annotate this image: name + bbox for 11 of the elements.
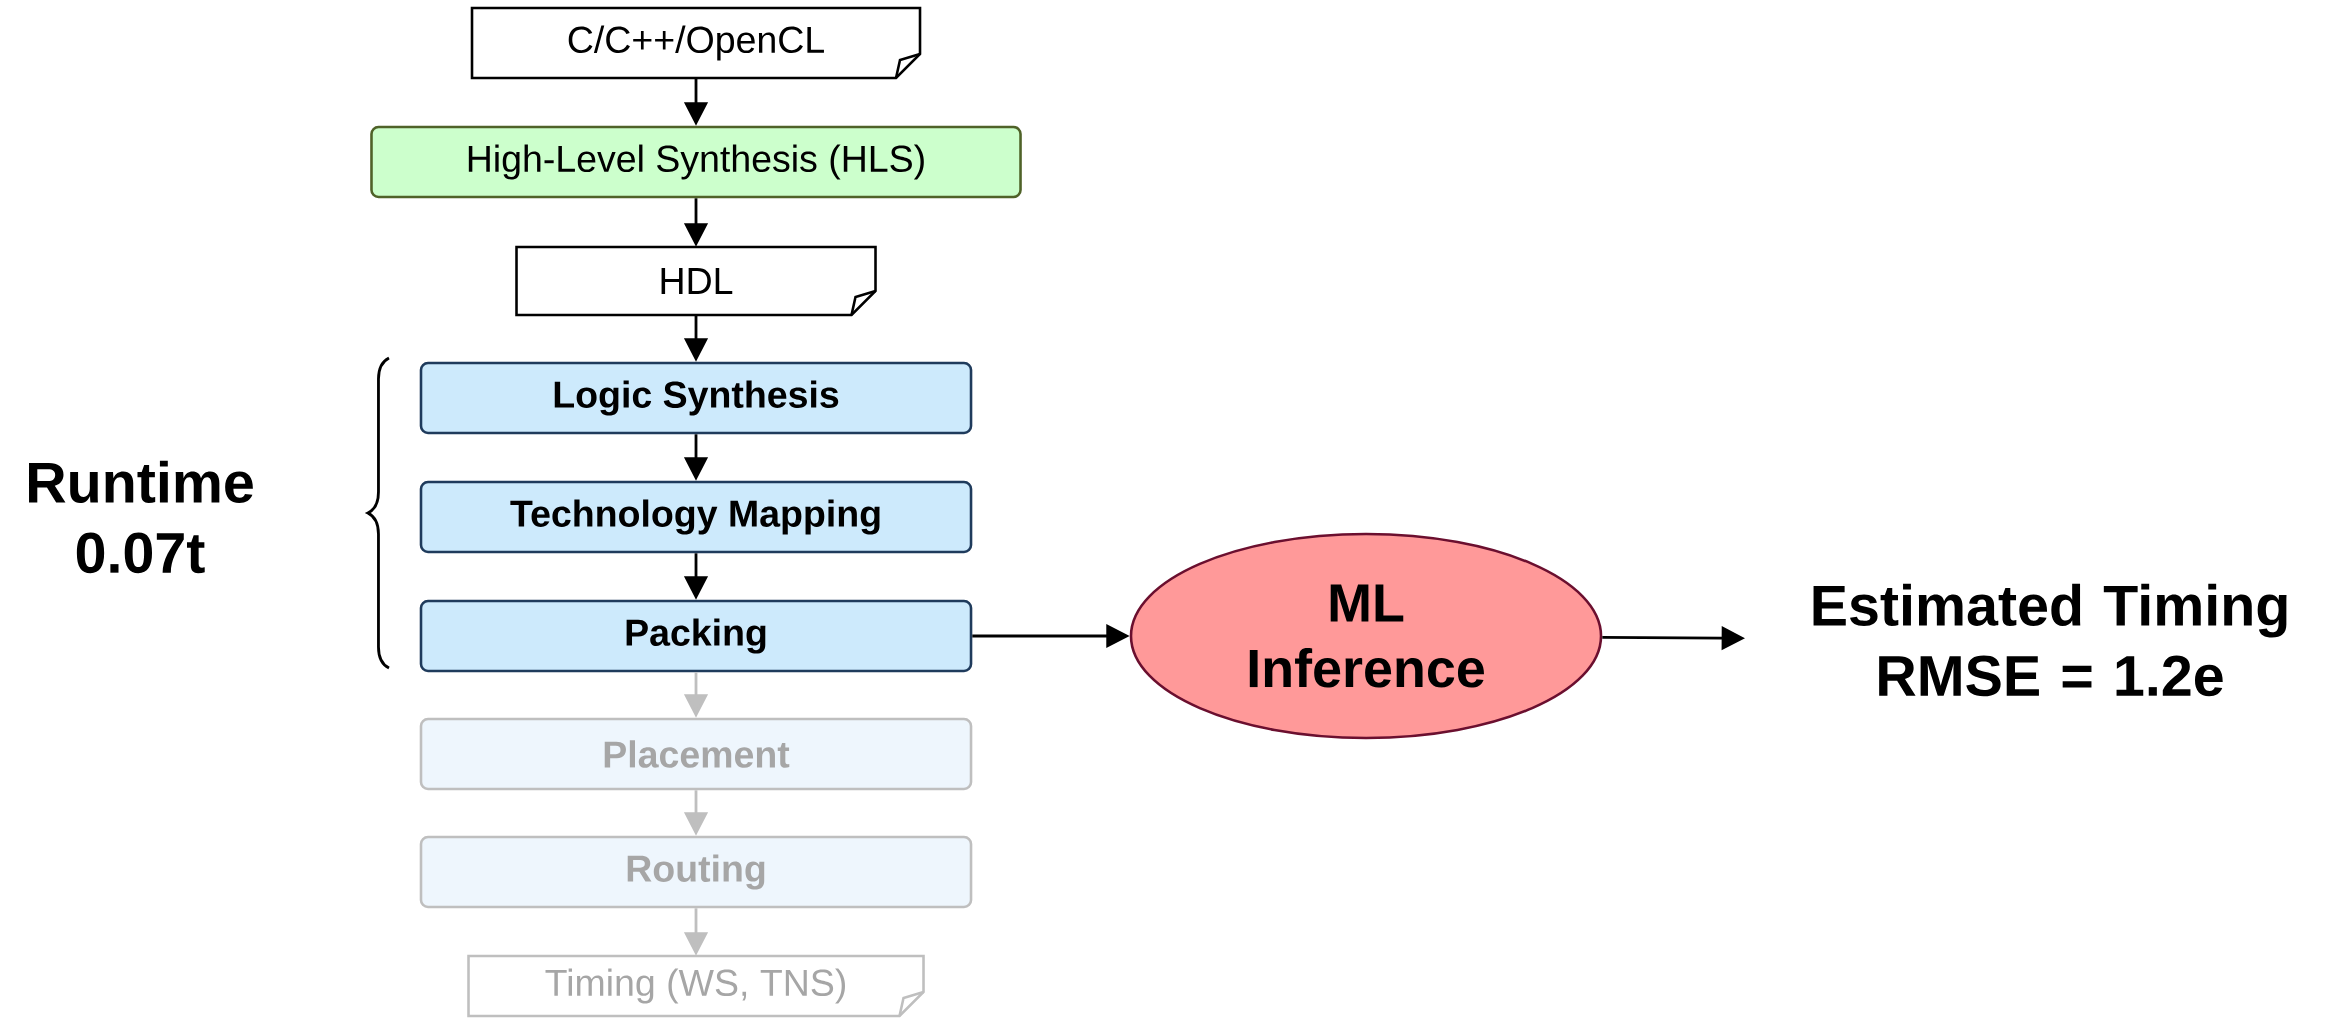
process-box: Technology Mapping [419,480,973,554]
process-box: Routing [419,835,973,909]
runtime-label: Runtime 0.07t [29,460,253,574]
process-box: Placement [419,717,973,791]
process-box: Packing [419,599,973,673]
process-box: High-Level Synthesis (HLS) [370,125,1022,199]
output-text: Estimated Timing RMSE = 1.2e [1813,583,2287,697]
file-box: C/C++/OpenCL [470,6,922,80]
process-box: Logic Synthesis [419,361,973,435]
file-box: HDL [515,245,877,317]
file-box: Timing (WS, TNS) [467,954,925,1018]
